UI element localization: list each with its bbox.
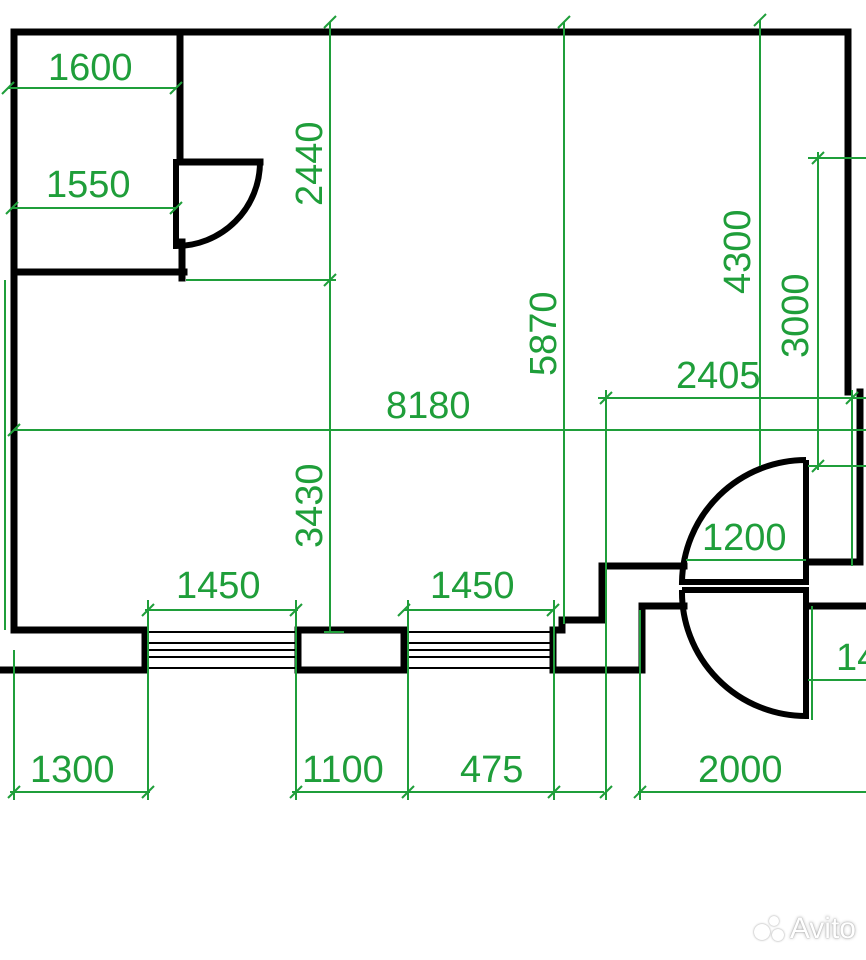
dim-label-475: 475: [460, 749, 523, 791]
dim-label-1600: 1600: [48, 47, 133, 89]
dim-label-3000: 3000: [775, 273, 817, 358]
dim-label-1550: 1550: [46, 164, 131, 206]
dim-label-3430: 3430: [289, 463, 331, 548]
dim-label-1450-left: 1450: [176, 565, 261, 607]
dim-label-2405: 2405: [676, 355, 761, 397]
dim-label-1300: 1300: [30, 749, 115, 791]
dim-label-1450-right: 1450: [430, 565, 515, 607]
dim-label-2440: 2440: [289, 121, 331, 206]
window-right: [400, 626, 557, 674]
windows: [141, 626, 557, 674]
dim-label-5870: 5870: [523, 291, 565, 376]
watermark: Avito: [753, 912, 856, 946]
dim-label-2000: 2000: [698, 749, 783, 791]
watermark-logo-icon: [753, 916, 784, 942]
dim-label-4300: 4300: [717, 209, 759, 294]
dim-label-1200: 1200: [702, 517, 787, 559]
dim-label-8180: 8180: [386, 385, 471, 427]
doors: [173, 159, 809, 720]
door-swing-small-room: [173, 159, 264, 250]
door-swing-upper-right: [678, 457, 809, 585]
outer-wall: [10, 28, 864, 634]
dim-label-14-clipped: 14: [836, 637, 866, 679]
dimension-lines: [1, 13, 866, 800]
door-swing-lower-right: [678, 587, 809, 720]
lower-wall: [0, 602, 866, 674]
dimension-labels: 1600 1550 2440 5870 4300 3000 2405 8180 …: [30, 47, 866, 791]
window-left: [141, 626, 302, 674]
watermark-text: Avito: [789, 912, 856, 945]
dim-label-1100: 1100: [302, 749, 384, 791]
